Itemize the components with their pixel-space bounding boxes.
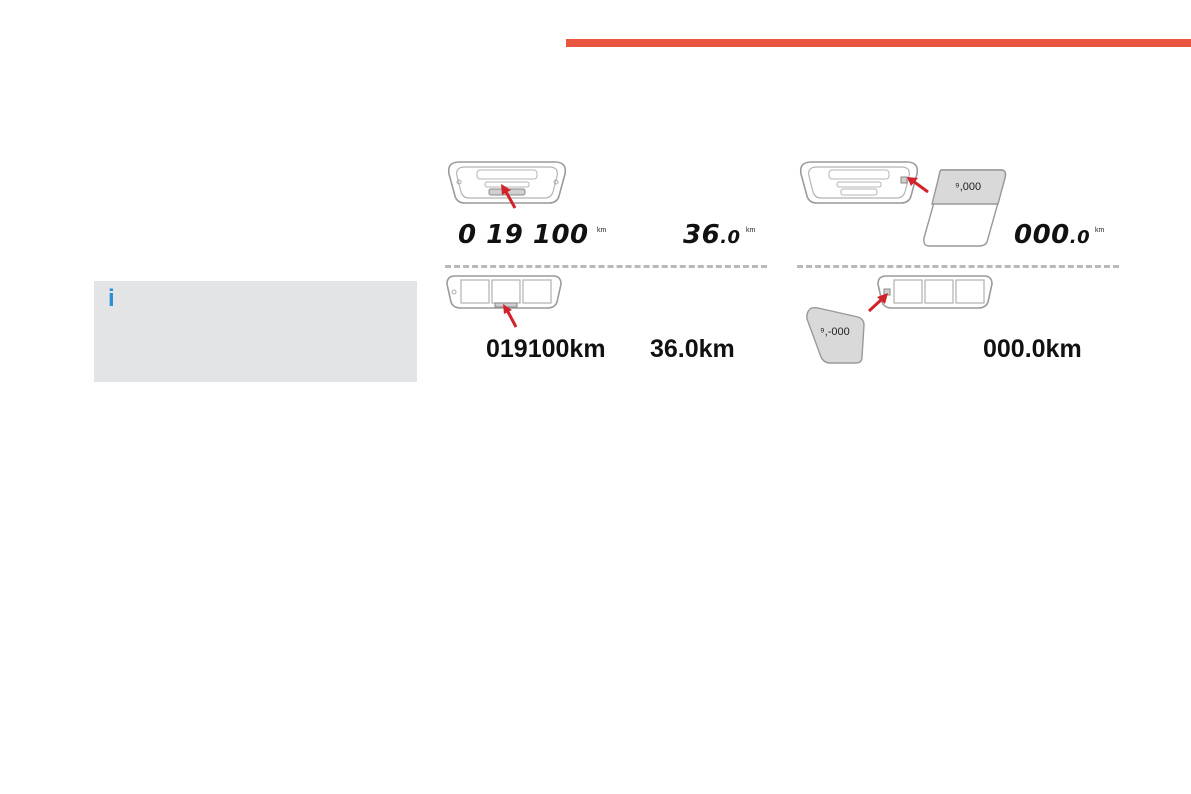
section-divider-right (797, 265, 1119, 268)
instrument-cluster-illustration (799, 161, 919, 204)
odometer-reading: 0 19 100 (458, 220, 589, 250)
header-accent-bar (566, 39, 1191, 47)
info-note-box: i (94, 281, 417, 382)
reset-knob-label: ⁹,000 (955, 181, 981, 193)
instrument-cluster-illustration (446, 275, 562, 309)
reset-knob-label: ⁹,-000 (820, 326, 850, 338)
trip-unit: km (746, 227, 756, 234)
trip-reading-2: 36.0km (650, 335, 735, 363)
red-pointer-arrow-icon (503, 304, 518, 328)
red-pointer-arrow-icon (501, 184, 517, 209)
reset-knob-illustration: ⁹,-000 (806, 306, 865, 364)
section-divider-left (445, 265, 767, 268)
red-pointer-arrow-icon (907, 177, 929, 194)
odometer-reading-2: 019100km (486, 335, 606, 363)
instrument-cluster-illustration (447, 161, 567, 204)
odometer-unit: km (597, 227, 607, 234)
trip-reset-unit: km (1095, 227, 1105, 234)
info-icon: i (108, 285, 115, 312)
trip-reset-reading-2: 000.0km (983, 335, 1082, 363)
reset-knob-illustration: ⁹,000 (923, 169, 1007, 247)
red-pointer-arrow-icon (867, 293, 888, 313)
trip-reading: 36.0 (683, 220, 741, 250)
instrument-cluster-illustration (877, 275, 993, 309)
trip-reset-reading: 000.0 (1014, 220, 1091, 250)
